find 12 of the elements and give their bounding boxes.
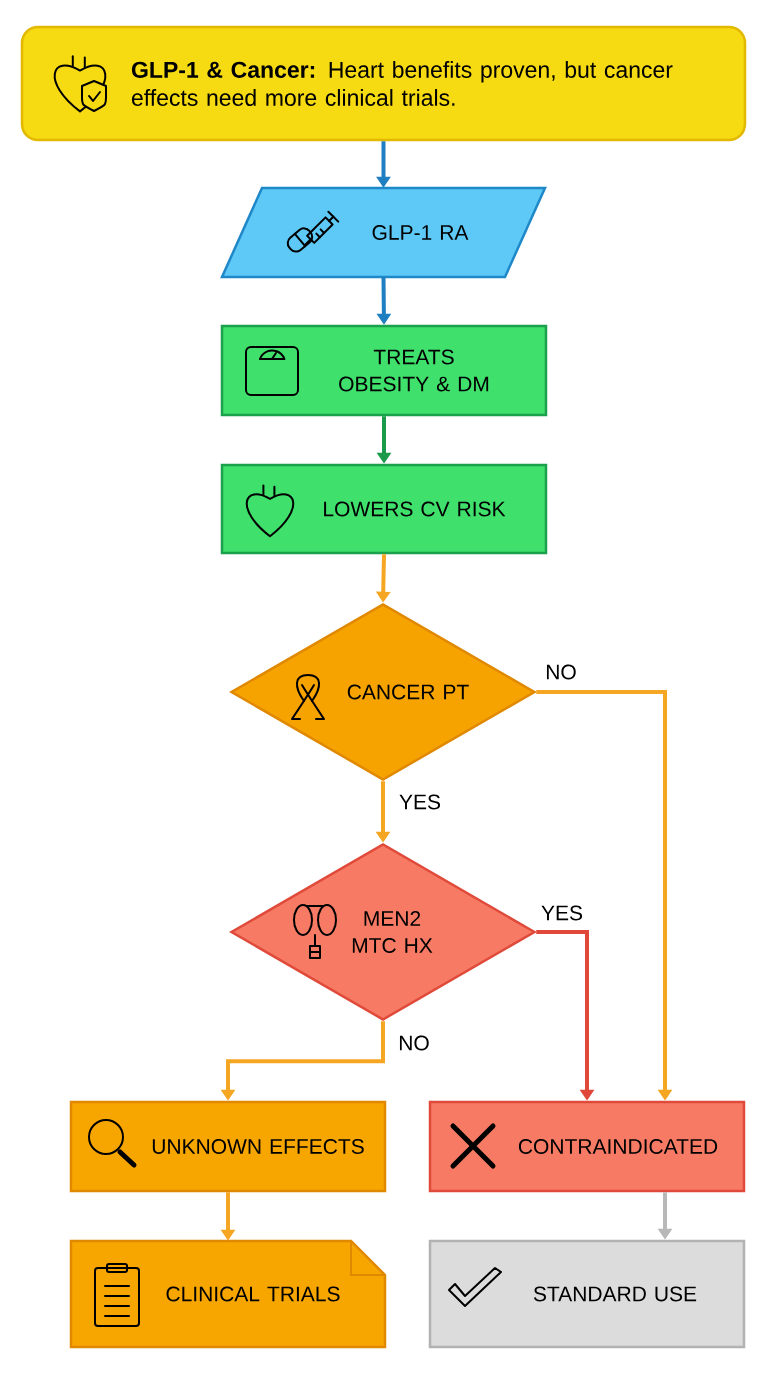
process-box: TREATS OBESITY & DM (220, 324, 548, 417)
process-box: STANDARD USE (428, 1239, 746, 1349)
process-box: CONTRAINDICATED (428, 1100, 746, 1193)
process-box: LOWERS CV RISK (220, 463, 548, 555)
process-box: UNKNOWN EFFECTS (69, 1100, 387, 1193)
input-parallelogram: GLP-1 RA (220, 186, 547, 279)
document-box: CLINICAL TRIALS (69, 1239, 387, 1349)
edge-label: NO (544, 663, 578, 681)
edge-label: YES (398, 793, 442, 811)
edge-label: NO (397, 1034, 431, 1052)
edge-label: YES (540, 904, 584, 922)
title-banner: GLP-1 & Cancer: Heart benefits proven, but cancer effects need more clinical trials. (20, 25, 747, 142)
